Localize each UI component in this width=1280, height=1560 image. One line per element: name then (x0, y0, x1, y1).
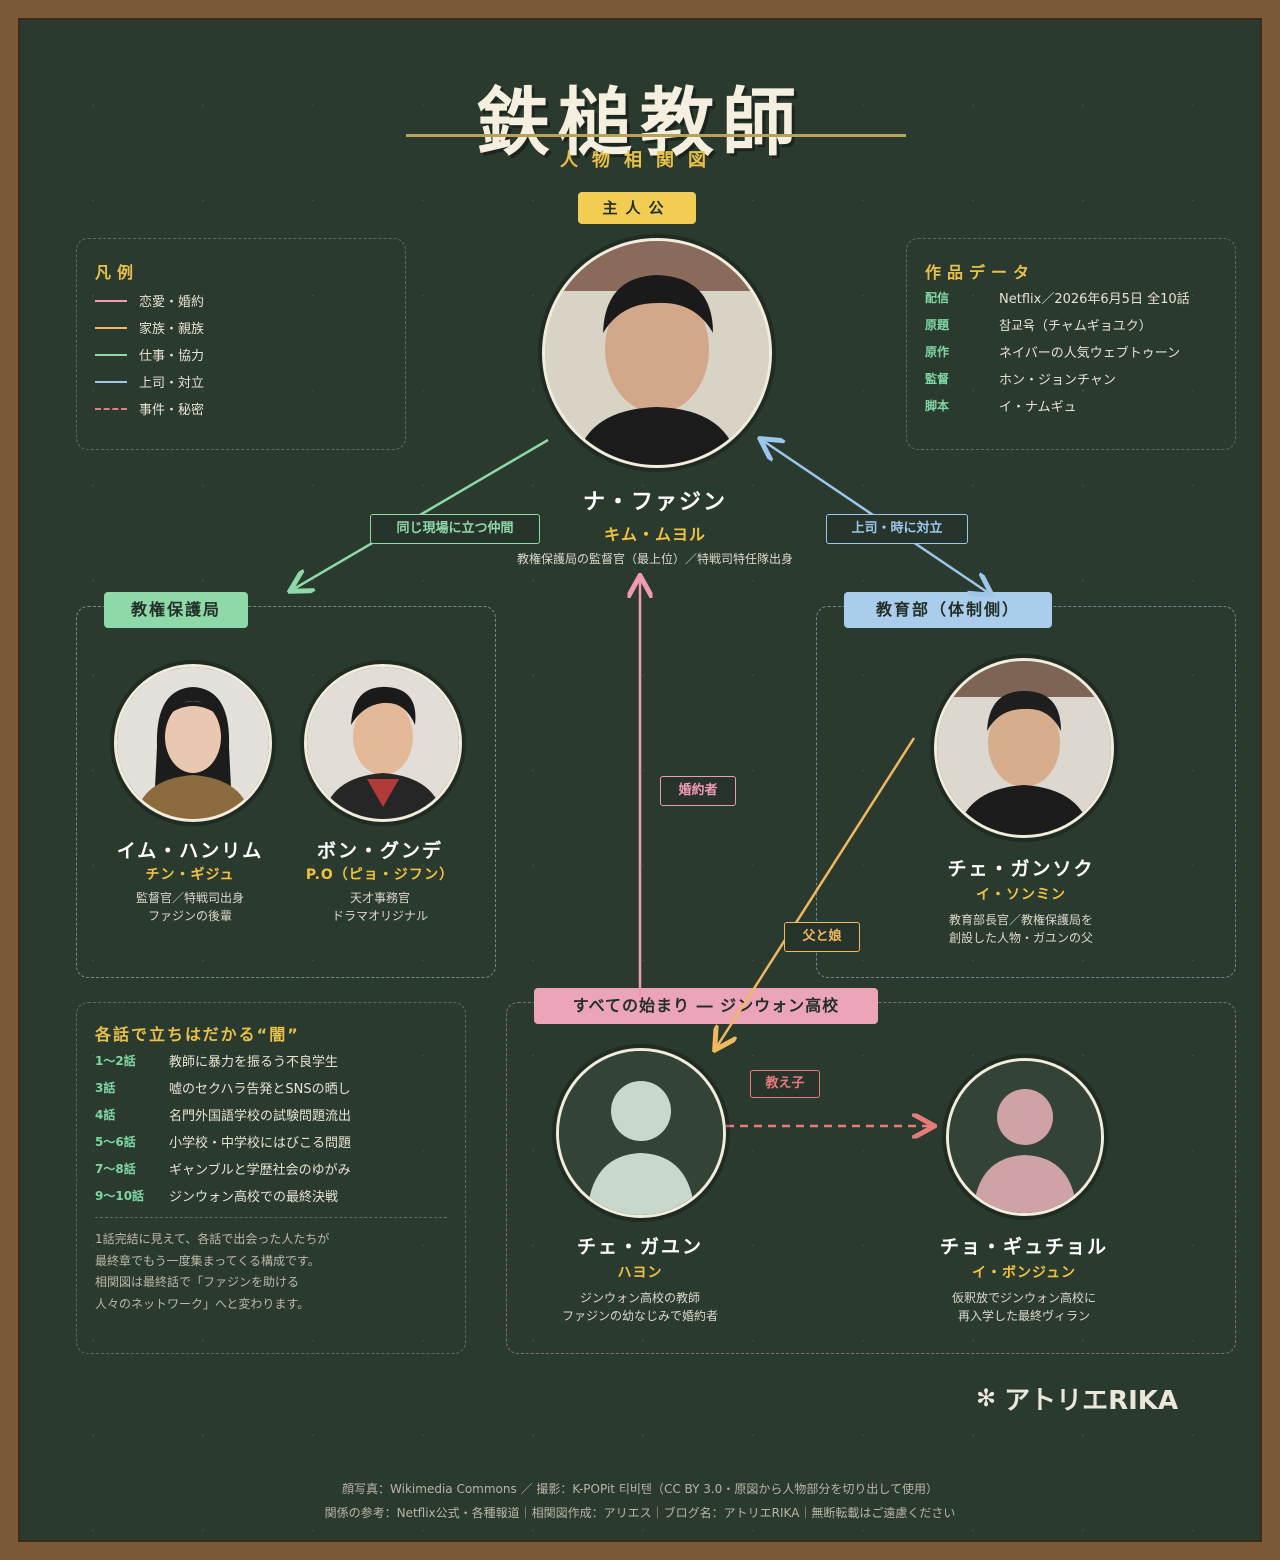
gangsok-actor: イ・ソンミン (976, 887, 1066, 903)
legend-swatch (95, 380, 127, 383)
footer-credits-1: 顔写真：Wikimedia Commons ／ 撮影：K-POPit 티비텐（C… (342, 1482, 938, 1496)
protagonist-tag: 主人公 (578, 192, 696, 224)
person-portrait-icon (307, 667, 459, 819)
group-ministry-label: 教育部（体制側） (844, 592, 1052, 628)
relation-label-fiance: 婚約者 (660, 776, 736, 806)
gyuchol-photo (946, 1058, 1104, 1216)
work-data-row: 脚本イ・ナムギュ (925, 399, 1077, 415)
relation-label-boss: 上司・時に対立 (826, 514, 968, 544)
legend-list: 恋愛・婚約 家族・親族 仕事・協力 上司・対立 事件・秘密 (95, 287, 385, 422)
person-portrait-icon (545, 241, 769, 465)
gangsok-name: チェ・ガンソク (947, 858, 1095, 880)
legend-swatch (95, 407, 127, 410)
person-portrait-icon (937, 661, 1111, 835)
chalkboard: 鉄槌教師 人物相関図 主人公 凡例 恋愛・婚約 家族・親族 仕事・協力 上司・対… (18, 18, 1262, 1542)
hanrim-desc-2: ファジンの後輩 (147, 909, 232, 923)
legend-item-family: 家族・親族 (95, 314, 385, 341)
episode-arcs-title: 各話で立ちはだかる“闇” (95, 1025, 300, 1044)
group-bureau-label: 教権保護局 (104, 592, 248, 628)
protagonist-desc: 教権保護局の監督官（最上位）／特戦司特任隊出身 (516, 552, 793, 566)
line-father (716, 737, 916, 1048)
person-portrait-icon (117, 667, 269, 819)
episode-arc-row: 5〜6話小学校・中学校にはびこる問題 (95, 1135, 352, 1151)
gayun-actor: ハヨン (617, 1265, 663, 1281)
relation-label-colleague: 同じ現場に立つ仲間 (370, 514, 540, 544)
gyuchol-actor: イ・ボンジュン (971, 1265, 1077, 1281)
legend-item-incident: 事件・秘密 (95, 395, 385, 422)
hanrim-actor: チン・ギジュ (145, 867, 235, 883)
relation-label-student: 教え子 (750, 1070, 820, 1098)
gayun-photo (556, 1048, 726, 1218)
legend-title: 凡例 (95, 263, 140, 282)
hanrim-photo (114, 664, 272, 822)
page-subtitle: 人物相関図 (560, 150, 720, 171)
title-underline (406, 134, 906, 137)
legend-item-romance: 恋愛・婚約 (95, 287, 385, 314)
brand-logo: ✻ アトリエRIKA (976, 1384, 1179, 1416)
episode-arcs-list: 1〜2話教師に暴力を振るう不良学生 3話嘘のセクハラ告発とSNSの晒し 4話名門… (95, 1047, 445, 1209)
person-placeholder-icon (559, 1051, 723, 1215)
legend-item-boss: 上司・対立 (95, 368, 385, 395)
flower-icon: ✻ (976, 1384, 997, 1412)
legend-swatch (95, 299, 127, 302)
legend-swatch (95, 353, 127, 356)
person-placeholder-icon (949, 1061, 1101, 1213)
legend-swatch (95, 326, 127, 329)
work-data-row: 監督ホン・ジョンチャン (925, 372, 1116, 388)
gyuchol-name: チョ・ギュチョル (939, 1236, 1108, 1258)
gyuchol-desc-1: 仮釈放でジンウォン高校に (951, 1291, 1096, 1305)
gyuchol-desc-2: 再入学した最終ヴィラン (957, 1309, 1090, 1323)
episode-arc-row: 1〜2話教師に暴力を振るう不良学生 (95, 1054, 339, 1070)
episode-arc-row: 4話名門外国語学校の試験問題流出 (95, 1108, 352, 1124)
legend-item-work: 仕事・協力 (95, 341, 385, 368)
hanrim-desc-1: 監督官／特戦司出身 (135, 891, 244, 905)
work-data-title: 作品データ (925, 263, 1036, 282)
legend-box: 凡例 恋愛・婚約 家族・親族 仕事・協力 上司・対立 事件・秘密 (76, 238, 406, 450)
protagonist-name: ナ・ファジン (582, 490, 727, 515)
work-data-row: 原作ネイバーの人気ウェブトゥーン (925, 345, 1181, 361)
gunde-photo (304, 664, 462, 822)
episode-arc-row: 9〜10話ジンウォン高校での最終決戦 (95, 1189, 339, 1205)
episode-arc-row: 3話嘘のセクハラ告発とSNSの晒し (95, 1081, 351, 1097)
group-school-label: すべての始まり ― ジンウォン高校 (534, 988, 878, 1024)
relation-label-father: 父と娘 (784, 922, 860, 952)
gangsok-photo (934, 658, 1114, 838)
episode-arcs-note: 1話完結に見えて、各話で出会った人たちが 最終章でもう一度集まってくる構成です。… (95, 1232, 330, 1311)
gunde-desc-2: ドラマオリジナル (331, 909, 428, 923)
page-title: 鉄槌教師 (476, 80, 804, 166)
protagonist-photo (542, 238, 772, 468)
gunde-desc-1: 天才事務官 (349, 891, 410, 905)
gayun-desc-2: ファジンの幼なじみで婚約者 (561, 1309, 718, 1323)
gunde-name: ボン・グンデ (316, 840, 443, 862)
episode-arcs-box: 各話で立ちはだかる“闇” 1〜2話教師に暴力を振るう不良学生 3話嘘のセクハラ告… (76, 1002, 466, 1354)
group-bureau-box (76, 606, 496, 978)
gayun-desc-1: ジンウォン高校の教師 (579, 1291, 700, 1305)
episode-arcs-divider (95, 1217, 447, 1218)
gayun-name: チェ・ガユン (576, 1236, 703, 1258)
gangsok-desc-2: 創設した人物・ガユンの父 (948, 931, 1093, 945)
gangsok-desc-1: 教育部長官／教権保護局を (948, 913, 1093, 927)
protagonist-actor: キム・ムヨル (603, 525, 706, 544)
episode-arc-row: 7〜8話ギャンブルと学歴社会のゆがみ (95, 1162, 351, 1178)
hanrim-name: イム・ハンリム (116, 840, 264, 862)
gunde-actor: P.O（ピョ・ジフン） (305, 867, 455, 883)
footer-credits-2: 関係の参考：Netflix公式・各種報道｜相関図作成：アリエス｜ブログ名：アトリ… (324, 1506, 956, 1520)
